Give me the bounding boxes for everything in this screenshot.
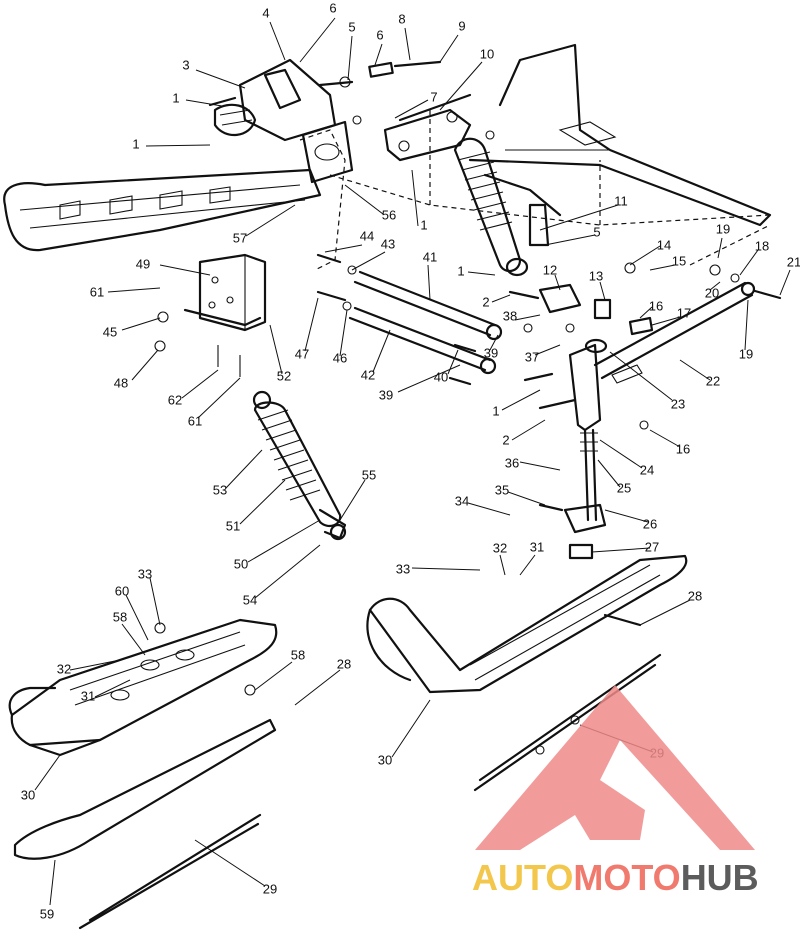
callout-number: 42 [361, 367, 375, 382]
callout-number: 31 [530, 539, 544, 554]
callout-number: 53 [213, 482, 227, 497]
upper-right-shock [453, 137, 562, 277]
callout-number: 36 [505, 455, 519, 470]
watermark-triangle-icon [475, 685, 755, 850]
callout-number: 15 [672, 253, 686, 268]
chassis-frame [3, 43, 772, 271]
callout-number: 25 [617, 480, 631, 495]
callout-number: 28 [688, 588, 702, 603]
callout-number: 13 [589, 268, 603, 283]
callout-number: 60 [115, 583, 129, 598]
callout-number: 2 [482, 294, 489, 309]
callout-number: 51 [226, 518, 240, 533]
callout-number: 5 [593, 224, 600, 239]
callout-number: 33 [138, 566, 152, 581]
watermark-moto: MOTO [573, 857, 680, 898]
callout-number: 6 [376, 27, 383, 42]
callout-number: 58 [291, 647, 305, 662]
callout-number: 56 [382, 207, 396, 222]
callout-number: 18 [755, 238, 769, 253]
callout-number: 46 [333, 350, 347, 365]
callout-number: 1 [492, 403, 499, 418]
spindle-steering [508, 283, 654, 560]
callout-number: 52 [277, 368, 291, 383]
callout-number: 16 [649, 298, 663, 313]
callout-number: 11 [614, 193, 628, 208]
callout-number: 20 [705, 285, 719, 300]
callout-number: 29 [263, 881, 277, 896]
right-ski [366, 554, 688, 792]
callout-number: 41 [423, 249, 437, 264]
callout-number: 30 [378, 752, 392, 767]
callout-number: 35 [495, 482, 509, 497]
callout-number: 22 [706, 373, 720, 388]
callout-number: 19 [716, 221, 730, 236]
callout-number: 8 [398, 11, 405, 26]
callout-number: 17 [677, 305, 691, 320]
callout-number: 27 [645, 539, 659, 554]
callout-number: 32 [493, 540, 507, 555]
callout-number: 2 [502, 432, 509, 447]
callout-number: 24 [640, 462, 654, 477]
callout-number: 7 [430, 89, 437, 104]
callout-number: 4 [262, 5, 269, 20]
leader-lines [34, 17, 791, 906]
callout-number: 59 [40, 906, 54, 921]
callout-number: 55 [362, 467, 376, 482]
callout-number: 58 [113, 609, 127, 624]
callout-number: 57 [233, 230, 247, 245]
callout-number: 61 [188, 413, 202, 428]
callout-number: 33 [396, 561, 410, 576]
callout-number: 34 [455, 493, 469, 508]
watermark-hub: HUB [681, 857, 759, 898]
callout-number: 48 [114, 375, 128, 390]
callout-number: 32 [57, 661, 71, 676]
callout-number: 19 [739, 346, 753, 361]
callout-number: 9 [458, 18, 465, 33]
callout-number: 39 [484, 345, 498, 360]
callout-number: 26 [643, 516, 657, 531]
callout-number: 6 [329, 0, 336, 15]
callout-number: 39 [379, 387, 393, 402]
callout-number: 23 [671, 396, 685, 411]
callout-number: 61 [90, 284, 104, 299]
callout-number: 44 [360, 228, 374, 243]
callout-number: 45 [103, 324, 117, 339]
callout-number: 1 [172, 90, 179, 105]
callout-number: 30 [21, 787, 35, 802]
callout-number: 38 [503, 308, 517, 323]
mounting-plate [154, 253, 267, 377]
callout-number: 49 [136, 256, 150, 271]
callout-number: 31 [81, 688, 95, 703]
lower-shock [252, 390, 347, 541]
callout-number: 10 [480, 46, 494, 61]
callout-number: 28 [337, 656, 351, 671]
left-ski [8, 618, 278, 930]
watermark-auto: AUTO [472, 857, 573, 898]
callout-number: 54 [243, 592, 257, 607]
upper-brackets [208, 58, 495, 184]
callout-number: 5 [348, 19, 355, 34]
callout-number: 1 [457, 263, 464, 278]
automotohub-watermark: AUTOMOTOHUB [472, 685, 759, 898]
callout-number: 1 [132, 136, 139, 151]
tie-rod [593, 224, 782, 430]
callout-number: 40 [434, 369, 448, 384]
callout-number: 14 [657, 237, 671, 252]
callout-number: 21 [787, 254, 800, 269]
callout-number: 12 [543, 262, 557, 277]
callout-number: 47 [295, 346, 309, 361]
callout-number: 43 [381, 236, 395, 251]
callout-number: 62 [168, 392, 182, 407]
callout-number: 16 [676, 441, 690, 456]
callout-number: 50 [234, 556, 248, 571]
callout-number: 3 [182, 57, 189, 72]
callout-number: 37 [525, 349, 539, 364]
callout-number: 1 [420, 217, 427, 232]
watermark-text: AUTOMOTOHUB [472, 857, 759, 898]
